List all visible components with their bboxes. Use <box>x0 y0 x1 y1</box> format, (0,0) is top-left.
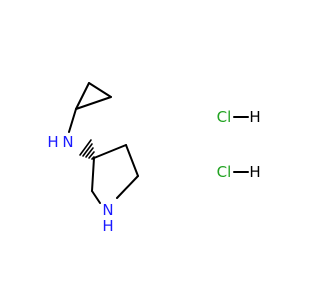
cyclopropyl-bond <box>75 82 90 110</box>
pyrrolidine-ring <box>91 144 139 204</box>
chlorine-label: Cl <box>217 163 232 181</box>
ring-n-label: N <box>102 201 113 219</box>
wedge-hash <box>82 143 93 157</box>
ring-h-label: H <box>102 217 113 235</box>
cyclopropyl-bond <box>88 82 112 98</box>
stereo-hashed-wedge <box>79 139 95 160</box>
ring-bond <box>125 144 139 177</box>
hcl-salt: Cl H <box>217 163 261 181</box>
ring-bond <box>116 175 139 199</box>
wedge-hash <box>88 151 95 159</box>
chlorine-label: Cl <box>217 108 232 126</box>
ring-bond <box>91 190 101 204</box>
ring-bond <box>91 157 95 192</box>
amine-h-label: H <box>47 133 58 151</box>
hydrogen-label: H <box>249 163 260 181</box>
cyclopropyl-bond <box>75 96 112 110</box>
hcl-salt: Cl H <box>217 108 261 126</box>
cyclopropyl-n-bond <box>68 108 77 133</box>
wedge-hash <box>85 147 94 158</box>
ring-bond <box>93 144 127 159</box>
amine-n-label: N <box>62 133 73 151</box>
chemical-structure-diagram: H N N H Cl H Cl H <box>47 82 261 235</box>
hydrogen-label: H <box>249 108 260 126</box>
wedge-hash <box>79 139 92 156</box>
cyclopropyl-ring <box>75 82 112 110</box>
